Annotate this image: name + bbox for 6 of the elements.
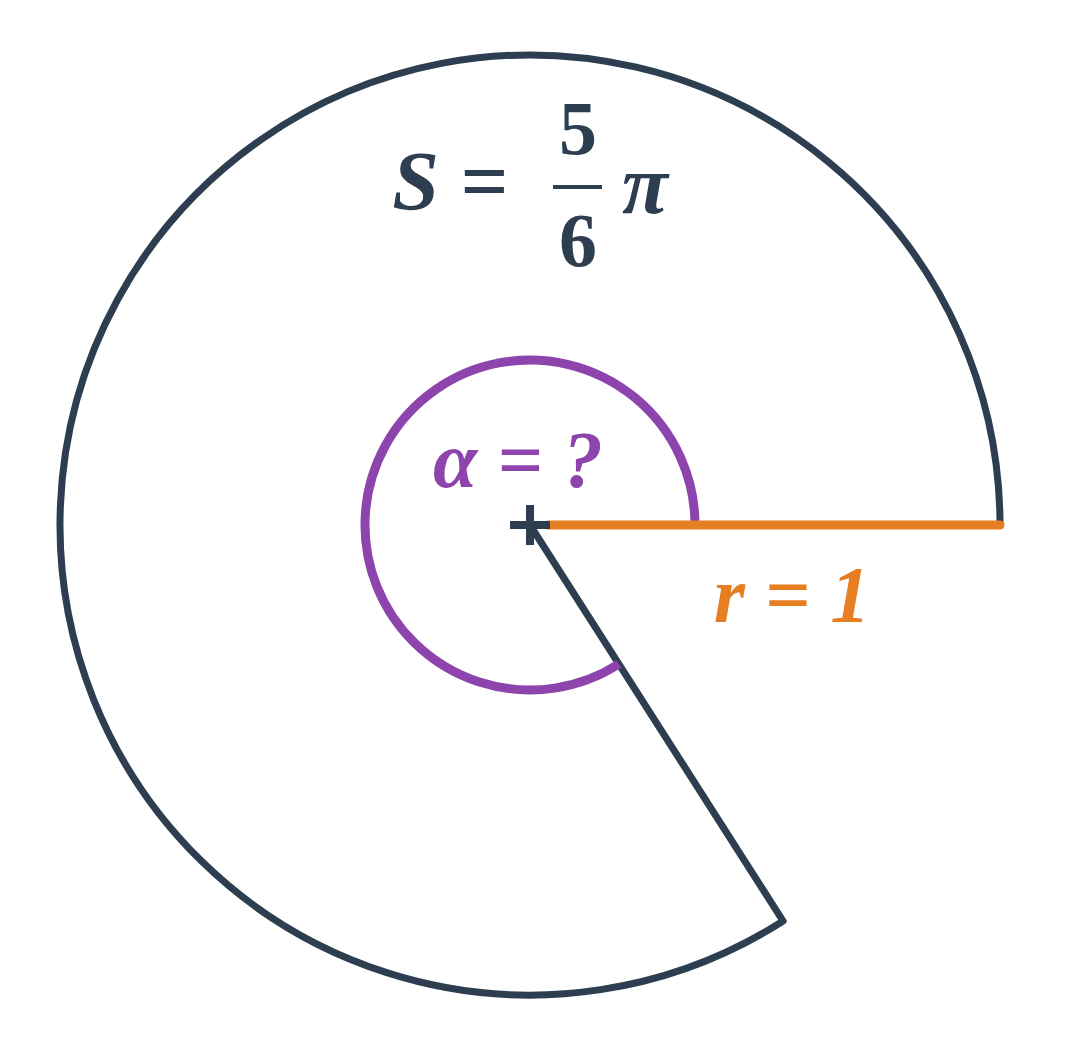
fraction-denominator: 6 <box>559 202 597 278</box>
fraction-numerator: 5 <box>559 90 597 166</box>
formula-text: π <box>622 143 668 227</box>
angle-label: α = ? <box>433 420 603 500</box>
radius-label: r = 1 <box>713 555 871 635</box>
formula-text: S = <box>392 140 508 224</box>
